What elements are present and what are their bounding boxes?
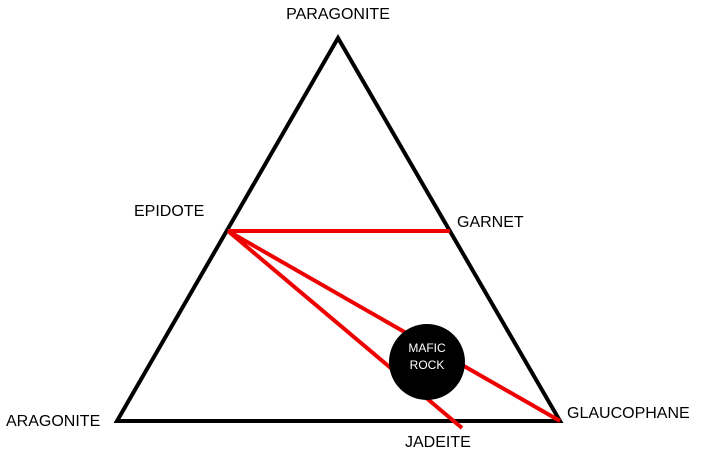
mafic-rock-marker	[389, 324, 465, 400]
vertex-label-paragonite: PARAGONITE	[286, 6, 390, 23]
point-label-epidote: EPIDOTE	[134, 203, 204, 220]
mafic-rock-label-line2: ROCK	[410, 358, 445, 372]
vertex-label-aragonite: ARAGONITE	[6, 413, 100, 430]
vertex-label-glaucophane: GLAUCOPHANE	[567, 405, 690, 422]
mafic-rock-label-line1: MAFIC	[408, 341, 446, 355]
point-label-jadeite: JADEITE	[405, 434, 471, 451]
point-label-garnet: GARNET	[457, 214, 524, 231]
tie-line-epidote-glaucophane	[227, 229, 561, 423]
